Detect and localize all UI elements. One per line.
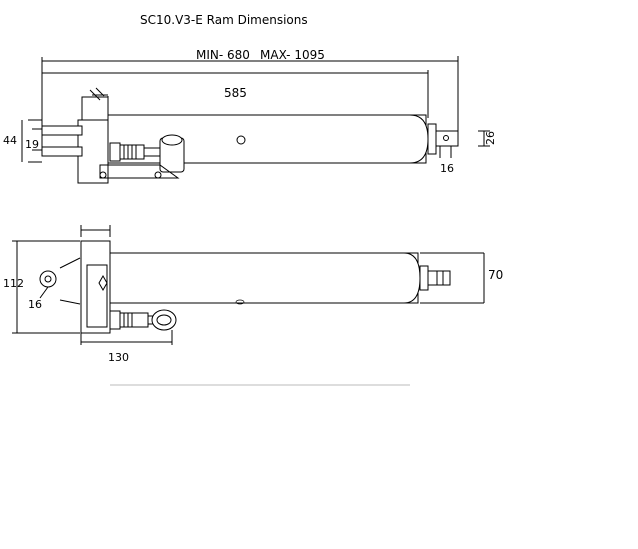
body-length-label: 585 xyxy=(224,86,247,100)
end-inner-label: 19 xyxy=(25,138,39,151)
max-dimension-label: MAX- 1095 xyxy=(260,48,325,62)
side-view xyxy=(12,225,485,386)
top-view xyxy=(21,56,490,184)
rod-eye-width-label: 16 xyxy=(440,162,454,175)
hole-diameter-label: 16 xyxy=(28,298,42,311)
cylinder-diameter-label: 70 xyxy=(488,268,504,282)
drawing-title: SC10.V3-E Ram Dimensions xyxy=(140,13,308,27)
min-dimension-label: MIN- 680 xyxy=(196,48,250,62)
overall-height-label: 112 xyxy=(3,277,24,290)
end-height-label: 44 xyxy=(3,134,17,147)
rod-eye-height-label: 26 xyxy=(484,131,497,145)
base-width-label: 130 xyxy=(108,351,129,364)
